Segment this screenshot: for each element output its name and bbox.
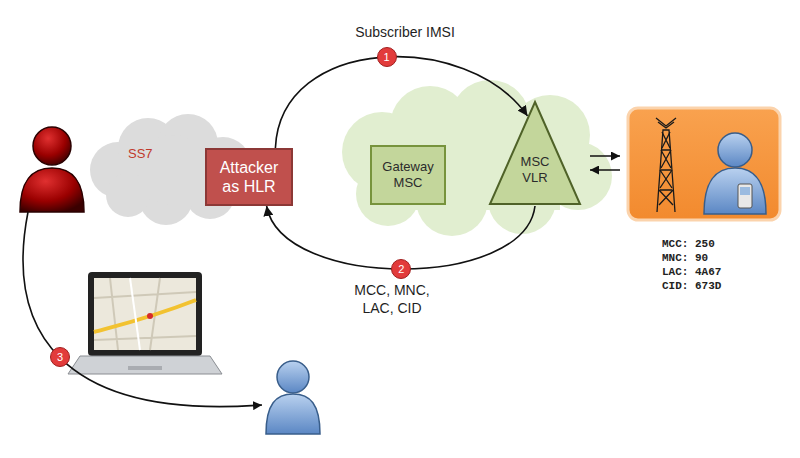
cell-info-line: MNC: 90 <box>662 252 708 264</box>
triangle-outline <box>488 100 582 206</box>
tracking-path <box>23 212 262 407</box>
callout-number: 2 <box>391 259 411 279</box>
node-text: Gateway MSC <box>376 159 440 192</box>
callout-number: 3 <box>50 347 70 367</box>
radio-link <box>590 156 620 170</box>
triangle-shape <box>490 102 580 204</box>
network-cloud <box>342 80 612 236</box>
cell-tower <box>656 118 676 212</box>
cell-info-line: MCC: 250 <box>662 238 715 250</box>
cell-panel <box>628 108 780 220</box>
gateway-box: Gateway MSC <box>370 145 446 205</box>
cell-info-line: CID: 673D <box>662 280 721 292</box>
vlr-triangle: MSC VLR <box>488 100 582 206</box>
node-text: SS7 <box>128 146 153 161</box>
node-text: MSC VLR <box>510 154 560 187</box>
callout-number: 1 <box>377 47 397 67</box>
node-text: Attacker as HLR <box>211 158 287 196</box>
signal-arrow <box>275 57 527 148</box>
hlr-box: Attacker as HLR <box>205 148 293 206</box>
subscriber-icon <box>704 133 766 214</box>
ss7-cloud: SS7Attacker as HLR <box>88 110 258 225</box>
cell-info-line: LAC: 4A67 <box>662 266 721 278</box>
person-icon <box>266 361 320 434</box>
attacker-icon <box>20 127 84 212</box>
edge-label: MCC, MNC, LAC, CID <box>342 282 442 317</box>
edge-label: Subscriber IMSI <box>340 24 470 42</box>
laptop-map <box>68 272 222 374</box>
cloud-puff <box>138 135 208 205</box>
